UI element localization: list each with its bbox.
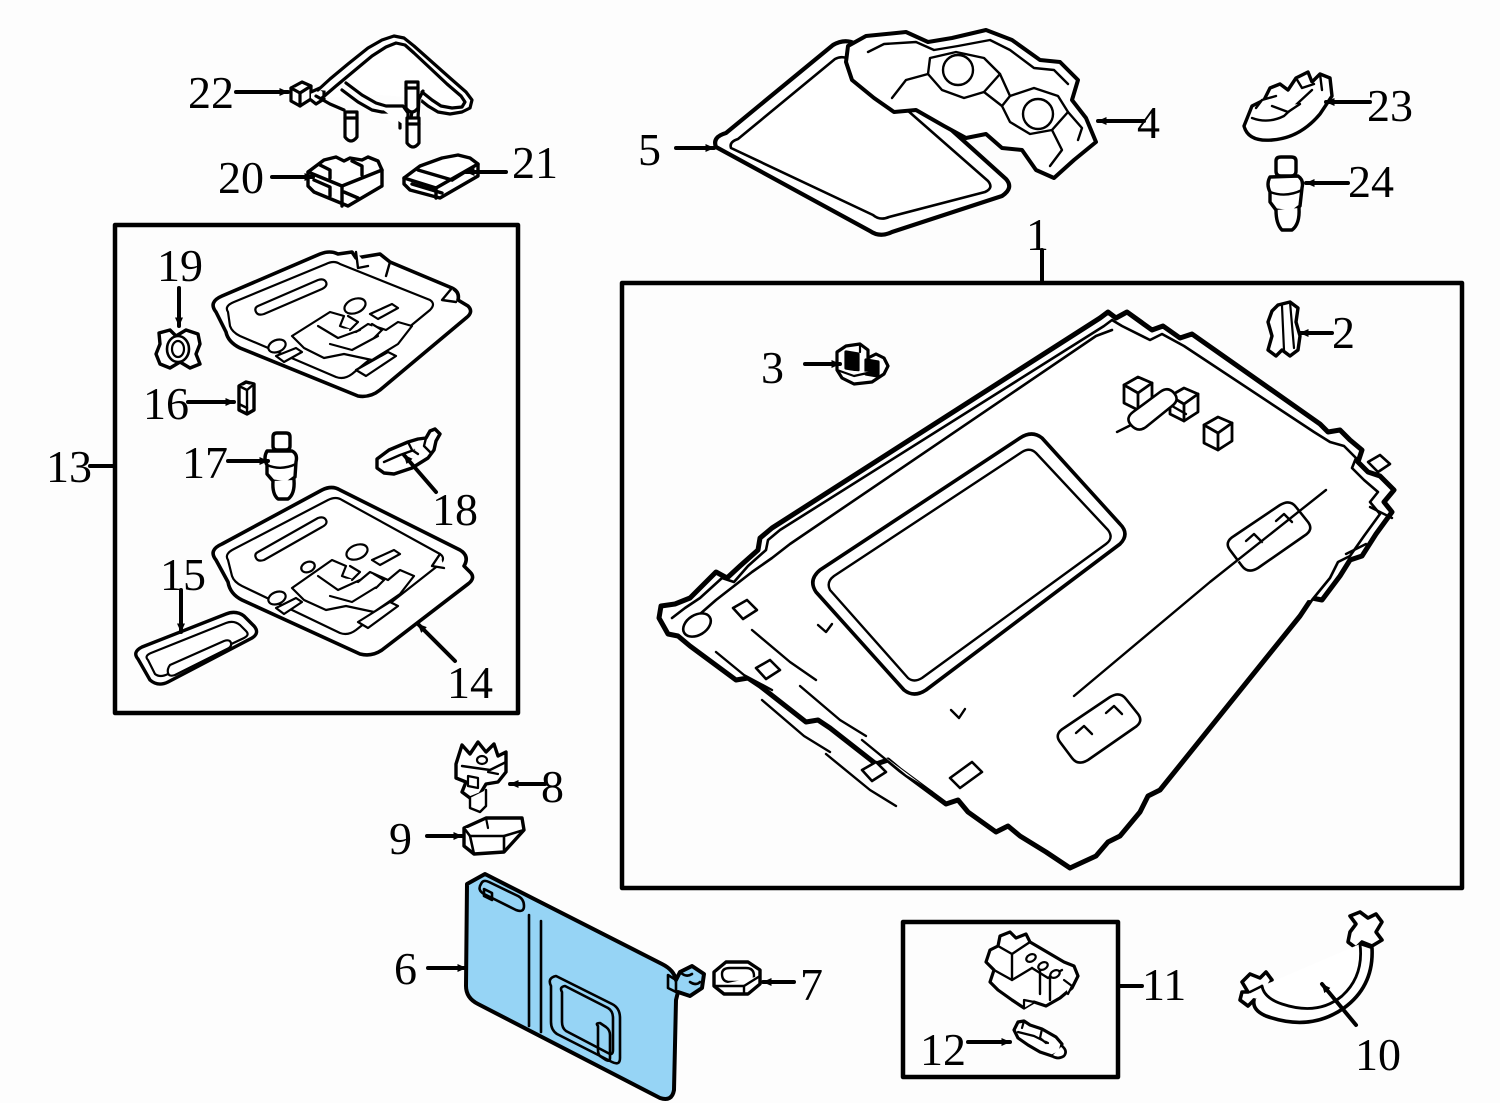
part-18-festoon-bulb-console — [375, 427, 442, 476]
callout-number-22[interactable]: 22 — [188, 67, 234, 118]
callout-number-21[interactable]: 21 — [512, 137, 558, 188]
callout-number-23[interactable]: 23 — [1367, 80, 1413, 131]
part-23-vanity-mirror-lamp — [1242, 70, 1334, 142]
callout-number-2[interactable]: 2 — [1332, 307, 1355, 358]
part-22-roof-wiring-harness — [289, 34, 474, 149]
callout-number-15[interactable]: 15 — [160, 549, 206, 600]
part-3-bracket-clip — [835, 342, 890, 386]
callout-number-24[interactable]: 24 — [1348, 156, 1394, 207]
arrow-18 — [402, 453, 438, 494]
part-10-assist-grip-handle — [1238, 910, 1384, 1025]
callout-number-20[interactable]: 20 — [218, 152, 264, 203]
arrow-14 — [416, 622, 457, 663]
part-7-sun-visor-support-cap — [712, 960, 762, 996]
part-21-connector-cover — [402, 153, 480, 200]
part-16-console-switch-button — [237, 380, 256, 416]
callout-number-12[interactable]: 12 — [920, 1024, 966, 1075]
part-6-sun-visor — [464, 872, 706, 1101]
part-15-console-lens-cover — [134, 610, 259, 686]
callout-number-10[interactable]: 10 — [1355, 1029, 1401, 1080]
part-2-retainer-clip — [1266, 300, 1302, 358]
part-19-console-mounting-clip — [154, 328, 202, 370]
callout-number-17[interactable]: 17 — [182, 437, 228, 488]
callout-number-18[interactable]: 18 — [432, 484, 478, 535]
part-17-wedge-base-bulb — [263, 431, 299, 501]
part-5-sunroof-trim-ring — [713, 39, 1012, 237]
callout-number-3[interactable]: 3 — [761, 342, 784, 393]
callout-number-5[interactable]: 5 — [638, 124, 661, 175]
part-9-sun-visor-clip-holder — [462, 816, 526, 856]
callout-number-4[interactable]: 4 — [1137, 97, 1160, 148]
part-14-console-lower-housing — [211, 485, 475, 657]
part-8-sun-visor-hinge-bracket — [454, 740, 508, 814]
callout-number-11[interactable]: 11 — [1142, 959, 1187, 1010]
callout-number-13[interactable]: 13 — [46, 441, 92, 492]
callout-number-6[interactable]: 6 — [394, 943, 417, 994]
part-14-console-upper-housing — [211, 250, 473, 399]
callout-number-8[interactable]: 8 — [541, 761, 564, 812]
arrow-10 — [1320, 982, 1358, 1027]
part-24-vanity-lamp-bulb — [1266, 155, 1305, 232]
callout-number-9[interactable]: 9 — [389, 813, 412, 864]
callout-number-7[interactable]: 7 — [800, 959, 823, 1010]
callout-number-14[interactable]: 14 — [447, 657, 493, 708]
part-1-headliner-roof-trim-panel — [656, 309, 1397, 871]
callout-number-1[interactable]: 1 — [1026, 209, 1049, 260]
callout-number-19[interactable]: 19 — [157, 240, 203, 291]
callout-number-16[interactable]: 16 — [143, 378, 189, 429]
part-20-connector-housing — [306, 155, 384, 208]
part-11-map-lamp-assembly — [984, 930, 1080, 1010]
part-12-festoon-bulb — [1012, 1019, 1067, 1060]
part-4-roof-reinforcement-brace — [844, 28, 1098, 180]
